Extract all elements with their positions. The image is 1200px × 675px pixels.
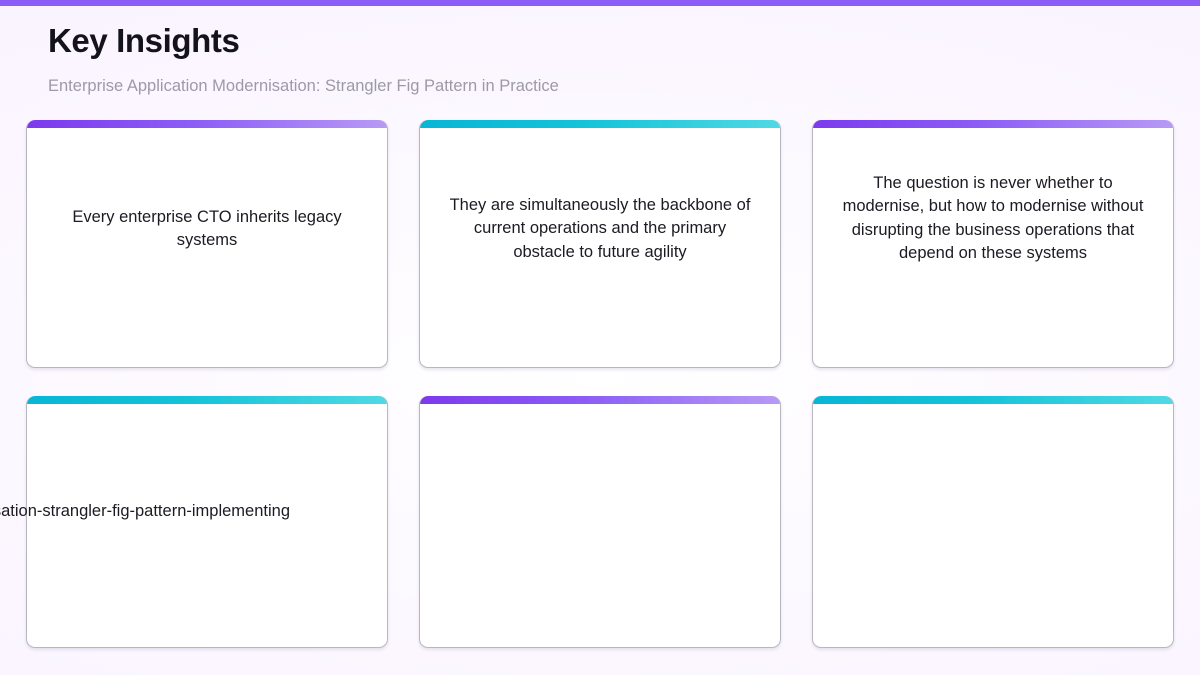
card-text: Every enterprise CTO inherits legacy sys… <box>72 208 342 250</box>
insight-card-3[interactable]: The question is never whether to moderni… <box>812 120 1174 368</box>
insight-card-5[interactable]: This is not a new pattern <box>419 396 781 648</box>
header: Key Insights Enterprise Application Mode… <box>48 22 1148 97</box>
top-accent-strip <box>0 0 1200 6</box>
insight-card-2[interactable]: They are simultaneously the backbone of … <box>419 120 781 368</box>
card-row-top: Every enterprise CTO inherits legacy sys… <box>26 120 1174 368</box>
insight-card-4[interactable]: Introduction <box>26 396 388 648</box>
card-body: This is not a new pattern <box>420 396 780 647</box>
card-body: Introduction <box>27 396 387 647</box>
card-row-bottom: Introduction This is not a new pattern M… <box>26 396 1174 648</box>
card-accent-bar <box>27 120 387 128</box>
page-subtitle: Enterprise Application Modernisation: St… <box>48 76 559 95</box>
card-text: They are simultaneously the backbone of … <box>449 196 751 261</box>
insight-card-6[interactable]: Martin Fowler documented it nearly two d… <box>812 396 1174 648</box>
card-accent-bar <box>420 120 780 128</box>
card-accent-bar <box>813 120 1173 128</box>
card-body: They are simultaneously the backbone of … <box>420 120 780 264</box>
card-body: Martin Fowler documented it nearly two d… <box>813 396 1173 647</box>
insight-card-1[interactable]: Every enterprise CTO inherits legacy sys… <box>26 120 388 368</box>
card-body: The question is never whether to moderni… <box>813 120 1173 266</box>
card-accent-bar <box>420 396 780 404</box>
card-accent-bar <box>813 396 1173 404</box>
card-body: Every enterprise CTO inherits legacy sys… <box>27 120 387 253</box>
card-accent-bar <box>27 396 387 404</box>
card-text: The question is never whether to moderni… <box>842 174 1144 263</box>
page-title: Key Insights <box>48 22 240 59</box>
